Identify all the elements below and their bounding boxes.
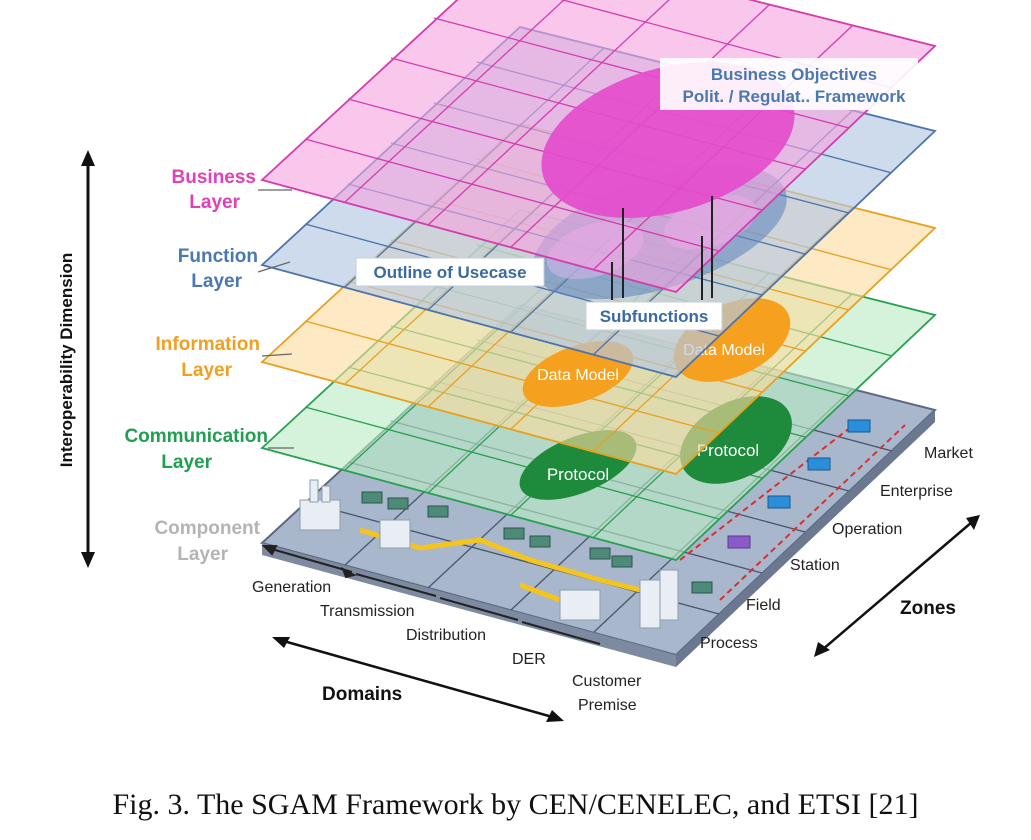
subfunctions-box: Subfunctions [585,301,723,331]
business-objectives-box: Business Objectives Polit. / Regulat.. F… [660,58,918,110]
information-layer-label-2: Layer [181,360,232,381]
function-layer-label-1: Function [178,246,258,267]
domain-labels: Generation Transmission Distribution DER… [252,579,642,714]
function-layer-label-2: Layer [191,271,242,292]
zone-labels: Market Enterprise Operation Station Fiel… [700,445,973,652]
domains-axis: Domains [272,637,564,722]
outline-of-usecase-box: Outline of Usecase [355,257,545,287]
domains-title: Domains [322,684,402,705]
interoperability-axis-label: Interoperability Dimension [57,253,76,467]
domain-segment-arrows [261,545,601,645]
communication-layer-label-1: Communication [124,426,268,447]
label-connectors [257,189,294,449]
domain-der: DER [512,651,546,668]
protocol-label-left: Protocol [547,465,609,484]
data-model-label-left: Data Model [537,367,619,384]
figure-caption: Fig. 3. The SGAM Framework by CEN/CENELE… [112,788,919,821]
domain-transmission: Transmission [320,603,415,620]
domain-generation: Generation [252,579,331,596]
zone-station: Station [790,557,840,574]
zone-field: Field [746,597,781,614]
layer-labels: Business Layer Function Layer Informatio… [124,167,268,565]
interoperability-axis: Interoperability Dimension [57,150,95,568]
zones-title: Zones [900,598,956,619]
business-objectives-line1: Business Objectives [711,65,877,84]
zones-axis: Zones [814,515,980,657]
information-layer-label-1: Information [156,334,261,355]
component-layer-label-1: Component [154,518,260,539]
subfunctions-label: Subfunctions [600,307,709,326]
protocol-label-right: Protocol [697,441,759,460]
business-layer-label-2: Layer [189,192,240,213]
domain-customer: Customer [572,673,642,690]
business-objectives-line2: Polit. / Regulat.. Framework [683,87,906,106]
domain-premise: Premise [578,697,637,714]
domain-distribution: Distribution [406,627,486,644]
communication-layer-label-2: Layer [161,452,212,473]
component-layer-label-2: Layer [177,544,228,565]
zone-market: Market [924,445,973,462]
zone-process: Process [700,635,758,652]
zone-operation: Operation [832,521,902,538]
zone-enterprise: Enterprise [880,483,953,500]
subfunction-connectors [611,196,713,300]
outline-of-usecase-label: Outline of Usecase [373,263,526,282]
business-layer-label-1: Business [172,167,256,188]
